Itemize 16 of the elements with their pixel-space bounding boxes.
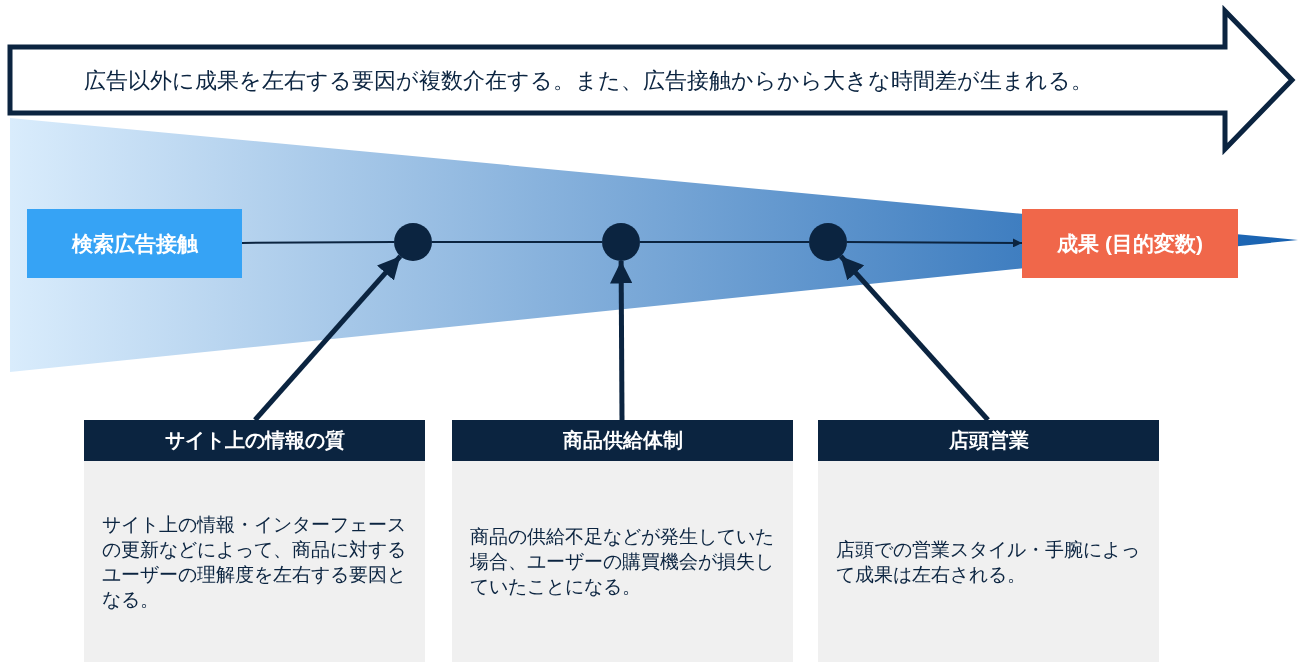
card-header: サイト上の情報の質 [84, 420, 425, 461]
start-box: 検索広告接触 [27, 209, 242, 278]
connector-line [241, 241, 395, 244]
arrow [846, 238, 1023, 248]
banner-text: 広告以外に成果を左右する要因が複数介在する。また、広告接触からから大きな時間差が生まれる。 [84, 67, 1093, 95]
card-text: 店頭での営業スタイル・手腕によって成果は左右される。 [836, 537, 1141, 587]
connector-line [431, 241, 603, 243]
card-header: 商品供給体制 [452, 420, 793, 461]
card-header: 店頭営業 [818, 420, 1159, 461]
card-text: サイト上の情報・インターフェースの更新などによって、商品に対するユーザーの理解度を左右する要因となる。 [102, 512, 407, 612]
result-box: 成果 (目的変数) [1022, 209, 1238, 278]
card-text: 商品の供給不足などが発生していた場合、ユーザーの購買機会が損失していたことになる。 [470, 525, 775, 599]
arrow [610, 261, 633, 420]
connector-line [639, 241, 810, 243]
arrow [838, 254, 990, 422]
arrow [253, 254, 403, 422]
